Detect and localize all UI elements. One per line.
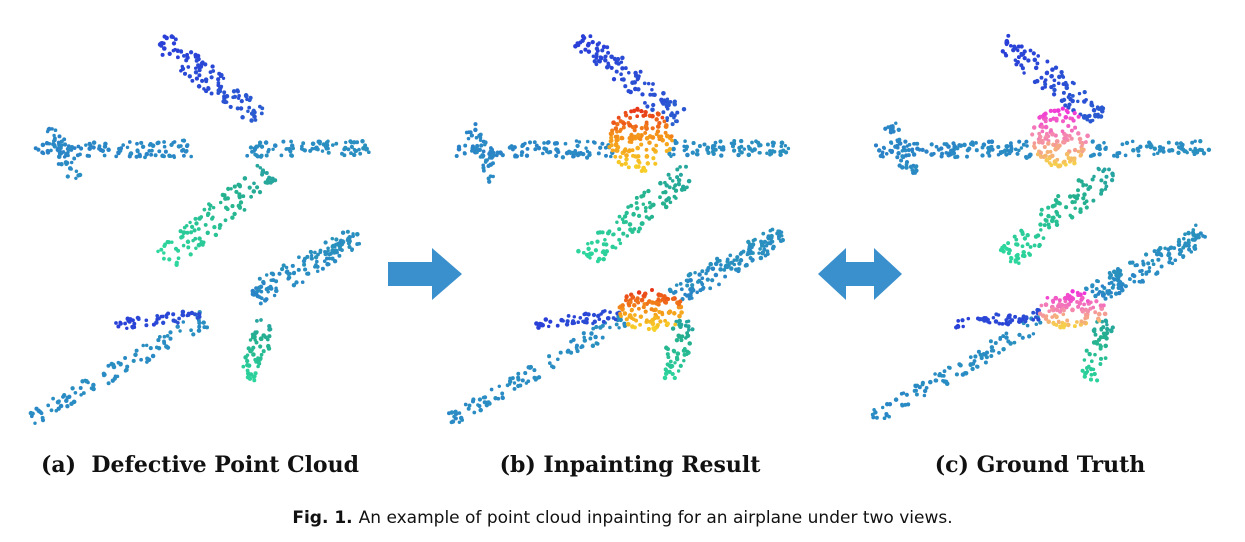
- point-cloud-defective: [28, 34, 371, 425]
- panel-defective-point-cloud: [20, 20, 380, 440]
- caption-text: An example of point cloud inpainting for…: [358, 508, 953, 528]
- panel-label-b: (b) Inpainting Result: [499, 452, 761, 478]
- panel-label-c: (c) Ground Truth: [934, 452, 1146, 478]
- panel-label-a: (a) Defective Point Cloud: [40, 452, 359, 478]
- double-arrow-icon: [818, 248, 902, 300]
- right-arrow-icon: [388, 248, 462, 300]
- point-cloud-inpainted: [447, 34, 791, 425]
- panel-ground-truth: [860, 20, 1220, 440]
- figure-caption: Fig. 1.An example of point cloud inpaint…: [0, 508, 1245, 528]
- figure-number: Fig. 1.: [292, 508, 353, 528]
- point-cloud-ground-truth: [870, 33, 1212, 421]
- panel-inpainting-result: [440, 20, 800, 440]
